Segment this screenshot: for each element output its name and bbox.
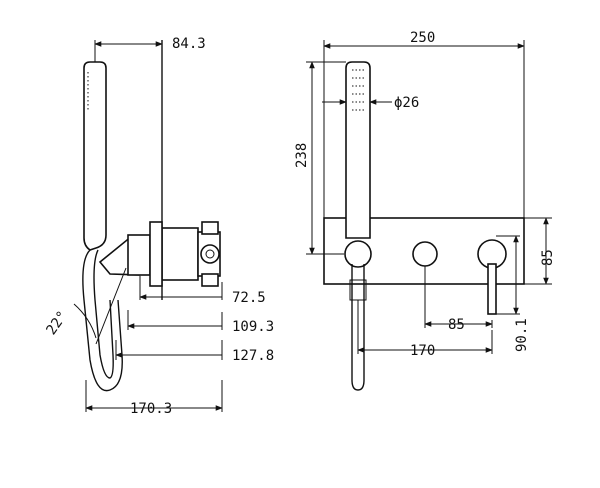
mixer-plate (149, 221, 163, 287)
handset-body (83, 61, 107, 251)
holder-round (344, 240, 372, 268)
holder-block (127, 234, 151, 276)
knob-center (205, 249, 215, 259)
hose-inner (93, 249, 114, 379)
knob-cap-top (201, 221, 219, 235)
angle-arc (73, 303, 97, 339)
hose-outer (82, 249, 123, 392)
hose-connector (349, 279, 367, 301)
side-view: 84.3 22° 72.5 109.3 127.8 170.3 (43, 36, 274, 417)
dim-dia-label: ϕ26 (394, 95, 419, 111)
front-hose (351, 264, 365, 391)
dim-84-label: 84.3 (172, 36, 206, 52)
dim-127-label: 127.8 (232, 348, 274, 364)
mixer-lever (487, 263, 497, 315)
dim-85h-label: 85 (540, 249, 556, 266)
dim-72-label: 72.5 (232, 290, 266, 306)
dim-170f-label: 170 (410, 343, 435, 359)
dim-238-label: 238 (294, 143, 310, 168)
diverter-knob-front (412, 241, 438, 267)
knob-ring (200, 244, 220, 264)
dim-85s-label: 85 (448, 317, 465, 333)
dim-109-label: 109.3 (232, 319, 274, 335)
front-handset (345, 61, 371, 239)
dim-90-label: 90.1 (514, 318, 530, 352)
front-view: 250 ϕ26 238 85 85 170 90.1 (294, 30, 556, 391)
mixer-housing (161, 227, 199, 281)
knob-cap-bottom (201, 273, 219, 287)
angle-line (95, 267, 127, 345)
dim-250-label: 250 (410, 30, 435, 46)
dim-170-label: 170.3 (130, 401, 172, 417)
dim-angle-label: 22° (43, 308, 71, 338)
